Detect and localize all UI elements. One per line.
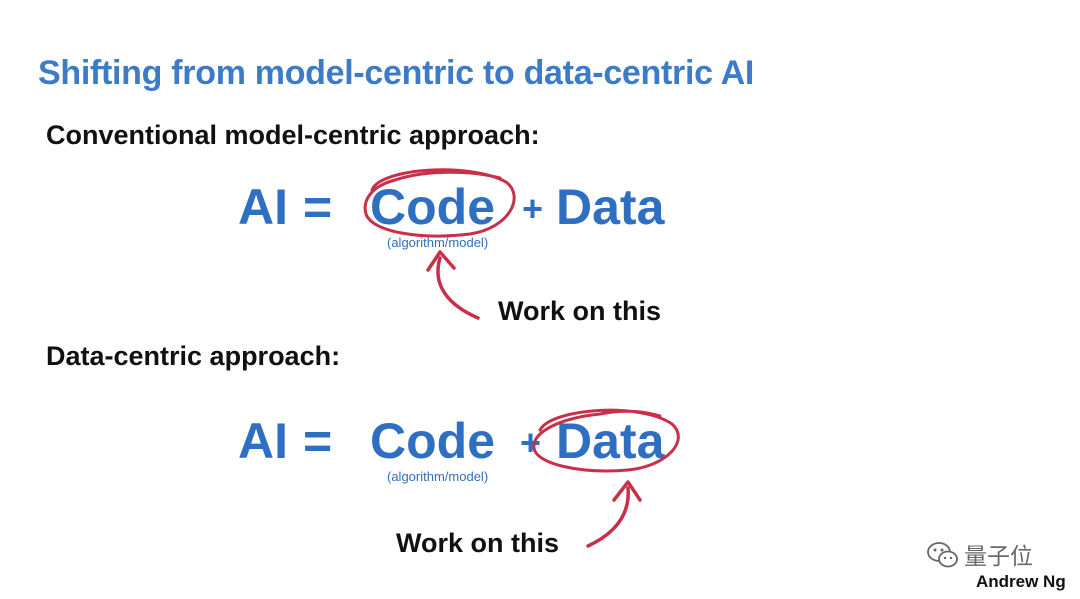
note-work-on-code: Work on this [498, 296, 662, 326]
watermark-text: 量子位 [964, 544, 1033, 570]
equation-2-ai: AI [238, 413, 288, 469]
equation-1-code-subscript: (algorithm/model) [387, 235, 489, 250]
arrow-to-data-head [612, 480, 642, 502]
equation-1-plus: + [522, 188, 544, 229]
wechat-icon [927, 542, 958, 568]
equation-2-data: Data [556, 413, 665, 469]
equation-1-ai: AI [238, 179, 288, 235]
equation-1-data: Data [556, 179, 665, 235]
equation-1-code: Code [370, 179, 495, 235]
equation-1-equals: = [303, 179, 333, 235]
equation-2-code-subscript: (algorithm/model) [387, 469, 489, 484]
author-credit: Andrew Ng [976, 572, 1066, 591]
equation-2-plus: + [520, 422, 542, 463]
slide-title: Shifting from model-centric to data-cent… [38, 54, 755, 92]
section-heading-model-centric: Conventional model-centric approach: [46, 120, 540, 150]
equation-2-equals: = [303, 413, 333, 469]
arrow-to-code [436, 256, 480, 320]
arrow-to-data [586, 486, 630, 548]
equation-2-code: Code [370, 413, 495, 469]
arrow-to-code-head [426, 250, 456, 272]
note-work-on-data: Work on this [396, 528, 560, 558]
section-heading-data-centric: Data-centric approach: [46, 341, 341, 371]
